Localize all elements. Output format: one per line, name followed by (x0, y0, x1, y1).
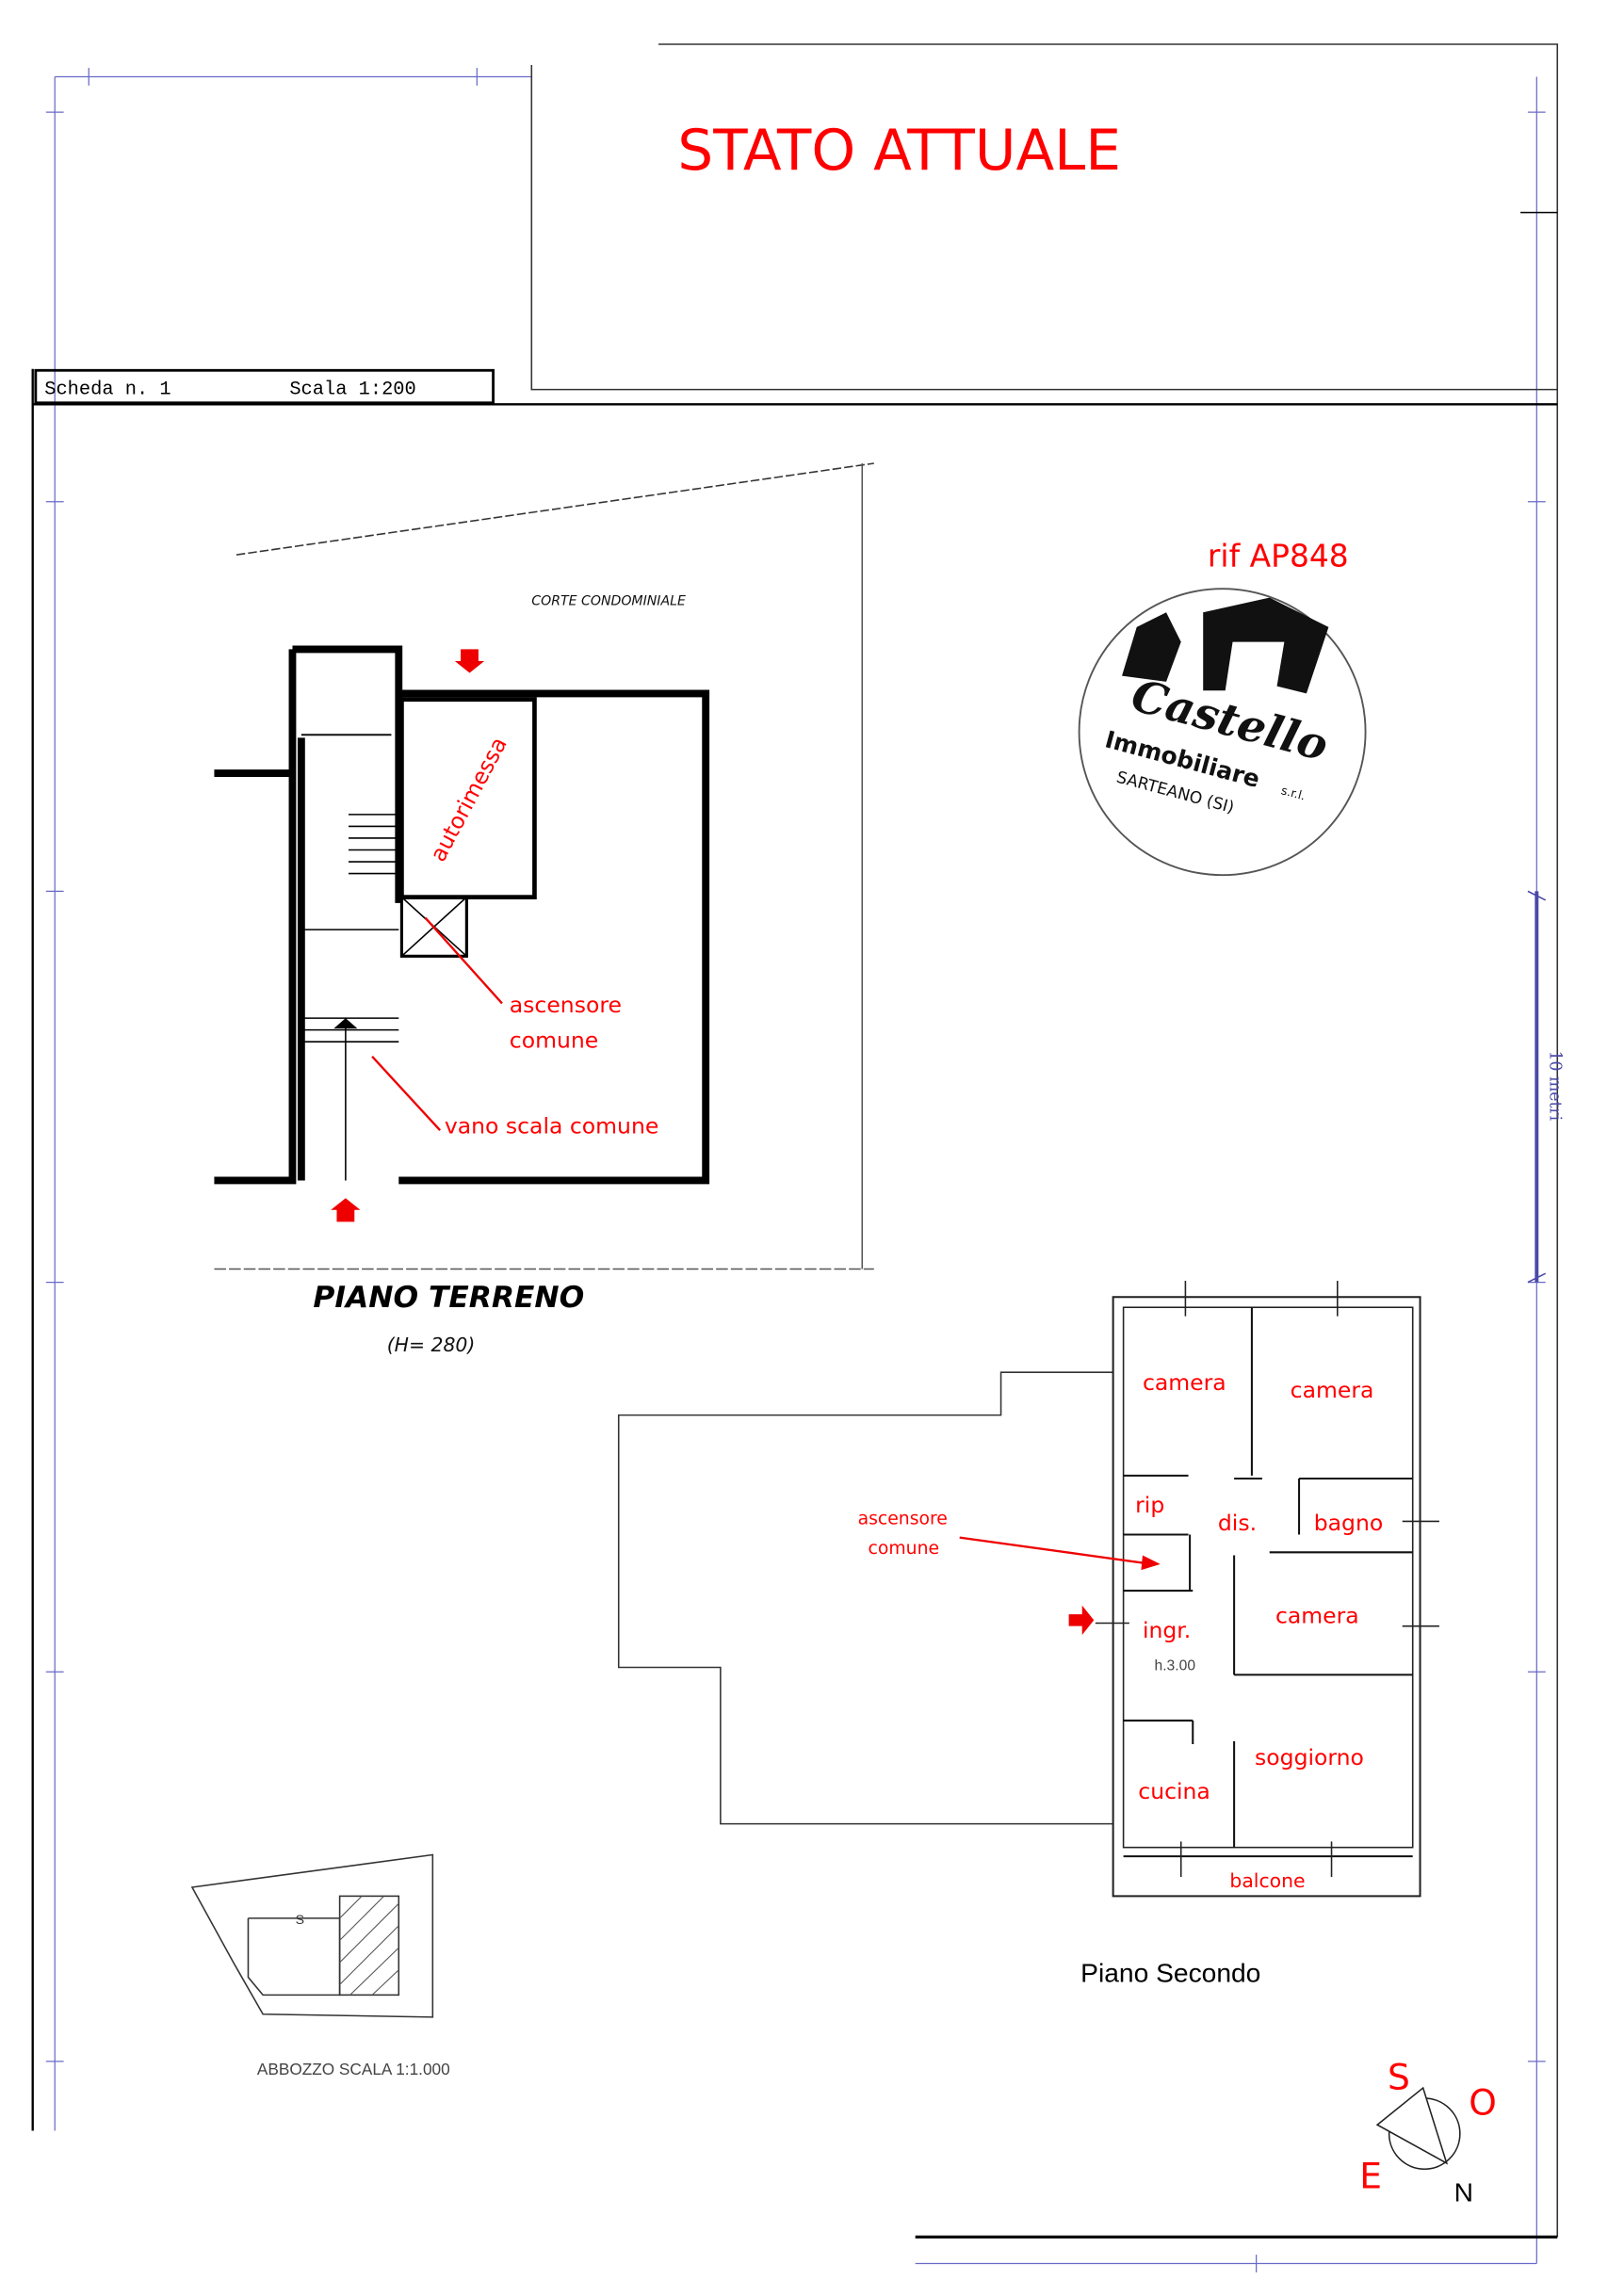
room-label: camera (1143, 1369, 1226, 1396)
sketch-caption: ABBOZZO SCALA 1:1.000 (257, 2060, 450, 2078)
entrance-arrow-icon (454, 649, 485, 673)
compass-west: O (1469, 2081, 1497, 2123)
scale-label: Scala 1:200 (289, 379, 415, 400)
reference-code: rif AP848 (1208, 538, 1349, 574)
room-label: ingr. (1143, 1617, 1191, 1643)
scale-bar-label: 10 metri (1545, 1051, 1564, 1122)
compass-north: N (1454, 2177, 1473, 2207)
arrow-head-icon (1141, 1555, 1161, 1571)
room-height: h.3.00 (1155, 1658, 1196, 1674)
room-label: cucina (1138, 1778, 1210, 1804)
room-label: dis. (1218, 1510, 1257, 1536)
room-label: soggiorno (1255, 1744, 1364, 1771)
elevator-label-2: comune (510, 1027, 598, 1053)
company-logo: Castello Immobiliare s.r.l. SARTEANO (SI… (1078, 588, 1367, 877)
elevator-label: ascensore (510, 992, 622, 1018)
logo-suffix: s.r.l. (1280, 783, 1307, 802)
room-label: bagno (1314, 1510, 1384, 1536)
second-floor-plan: ascensore comune camera camera rip dis. … (617, 1281, 1439, 1987)
location-sketch: S ABBOZZO SCALA 1:1.000 (190, 1853, 450, 2078)
compass-south: S (1388, 2057, 1410, 2098)
room-label: rip (1135, 1492, 1164, 1518)
page-title: STATO ATTUALE (677, 119, 1121, 184)
room-label: camera (1291, 1377, 1374, 1403)
ground-floor-plan: CORTE CONDOMINIALE autorimessa ascensore… (214, 462, 874, 1356)
entrance-arrow-icon (1068, 1605, 1095, 1636)
page-frame (45, 68, 1546, 2272)
elevator-label: ascensore (858, 1510, 948, 1529)
ground-floor-title: PIANO TERRENO (313, 1281, 584, 1315)
entrance-arrow-icon (331, 1198, 361, 1222)
sketch-mark: S (296, 1912, 304, 1927)
stairs-label: vano scala comune (445, 1112, 658, 1139)
room-label: camera (1275, 1603, 1359, 1629)
title-frame (31, 43, 1559, 2239)
ground-floor-height: (H= 280) (387, 1334, 476, 1356)
room-label: balcone (1229, 1869, 1305, 1892)
elevator-label-2: comune (869, 1539, 940, 1559)
compass-icon: S O E N (1359, 2057, 1497, 2207)
second-floor-title: Piano Secondo (1080, 1957, 1260, 1987)
scheda-number: Scheda n. 1 (44, 379, 171, 400)
garage-label: autorimessa (425, 733, 512, 865)
scale-bar: 10 metri (1527, 890, 1564, 1284)
courtyard-label: CORTE CONDOMINIALE (531, 593, 686, 608)
compass-east: E (1359, 2156, 1382, 2197)
